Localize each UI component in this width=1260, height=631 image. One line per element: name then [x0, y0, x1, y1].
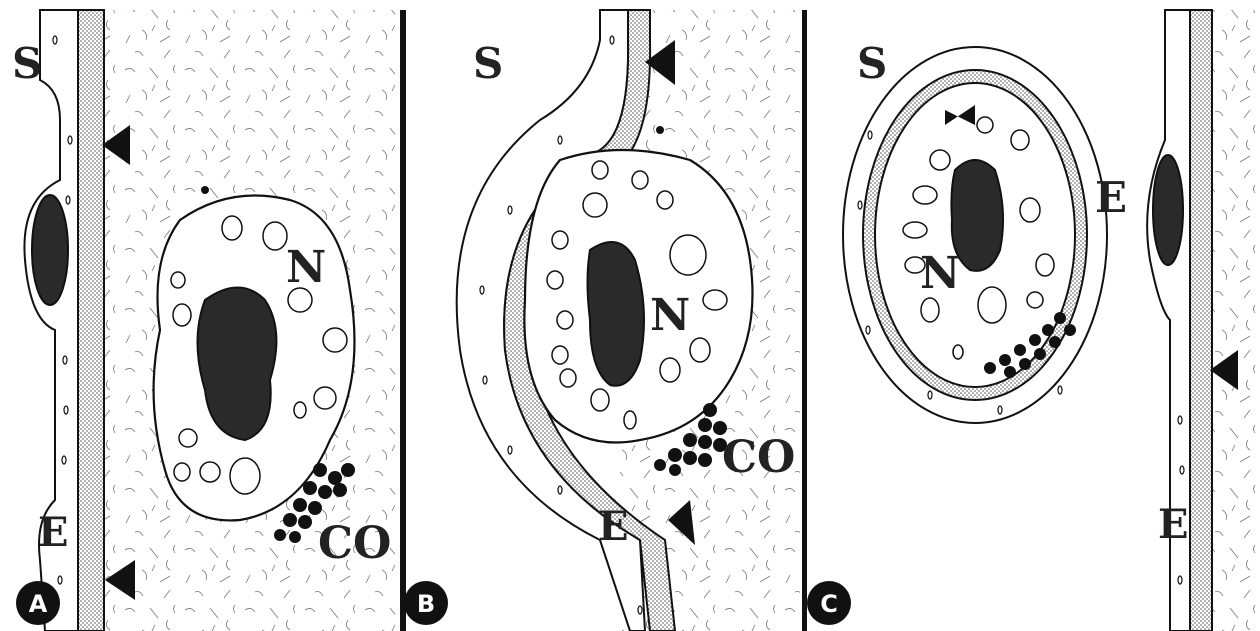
panel-divider: [400, 10, 406, 631]
endothelial-nucleus: [32, 195, 68, 305]
label-s: S: [473, 39, 503, 88]
panel-letter-c: C: [820, 590, 838, 618]
label-n: N: [920, 248, 960, 299]
label-e: E: [38, 509, 69, 556]
panel-b: S N CO E B: [404, 10, 800, 631]
cell-nucleus: [588, 242, 645, 386]
label-e: E: [598, 503, 629, 550]
panel-letter-b: B: [417, 590, 435, 618]
basement-membrane: [78, 10, 104, 631]
label-n: N: [650, 290, 690, 341]
endothelial-nucleus: [1153, 155, 1183, 265]
panel-letter-a: A: [29, 590, 48, 618]
panel-a: S N CO E A: [12, 10, 395, 631]
label-co: CO: [318, 518, 391, 569]
stroma-fibers: [1210, 10, 1260, 631]
label-co: CO: [722, 432, 795, 483]
dot: [201, 186, 209, 194]
basement-membrane: [1190, 10, 1212, 631]
label-n: N: [286, 242, 326, 293]
dot: [656, 126, 664, 134]
label-s: S: [857, 39, 887, 88]
label-e-inner: E: [1095, 173, 1127, 222]
panel-c: S N E E C: [807, 10, 1260, 631]
label-e-wall: E: [1158, 501, 1189, 548]
label-s: S: [12, 39, 42, 88]
panel-divider: [802, 10, 807, 631]
